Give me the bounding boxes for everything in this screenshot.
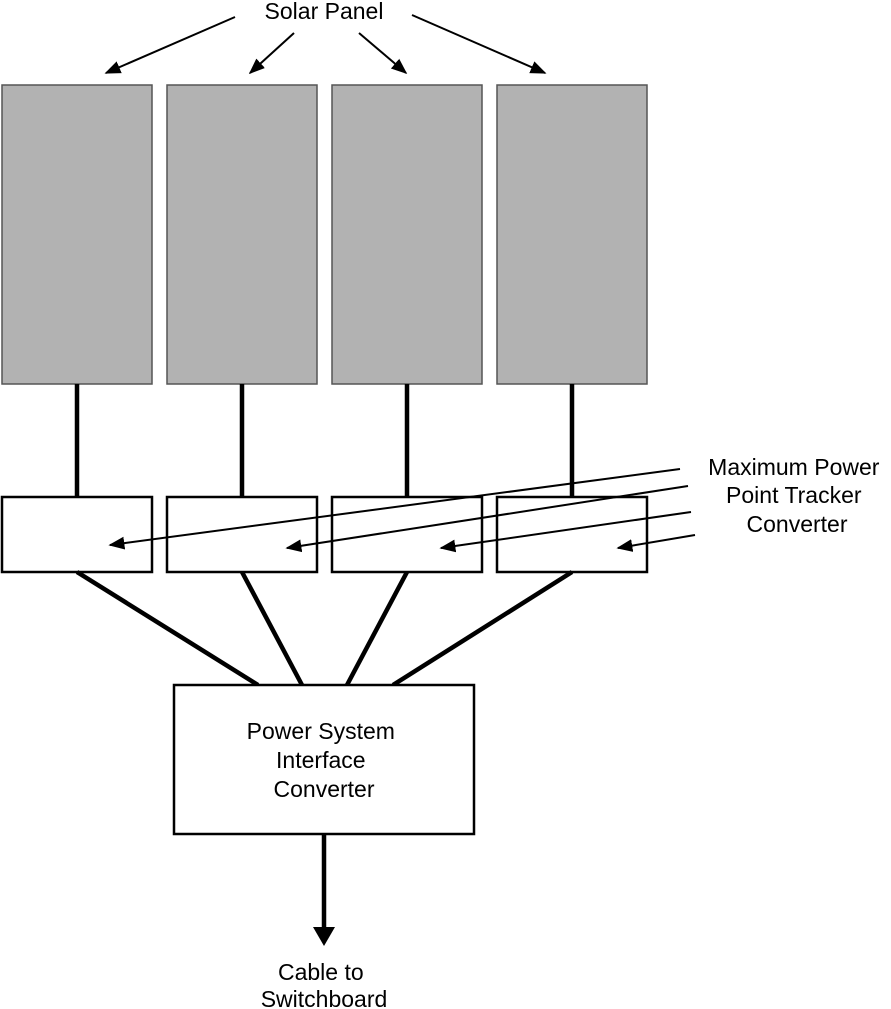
mppt-wire-3: [345, 570, 409, 687]
solar-panel-1: [1, 84, 153, 385]
mppt-label-line-3: Converter: [747, 511, 848, 537]
mppt-converter-1: [0, 495, 154, 574]
solar-pointer-arrow-4: [411, 14, 547, 74]
mppt-converter-3: [330, 495, 484, 574]
solar-panel-label: Solar Panel: [265, 0, 384, 24]
mppt-wire-4: [391, 570, 574, 687]
mppt-pointer-arrow-3: [439, 511, 692, 553]
power-system-interface-converter: [172, 683, 476, 836]
solar-panel-2: [166, 84, 318, 385]
psic-label-line-1: Power System: [247, 718, 395, 744]
mppt-converter-4: [495, 495, 649, 574]
solar-pointer-arrow-3: [358, 32, 408, 75]
mppt-wire-2: [240, 570, 304, 687]
output-label: Cable to Switchboard: [261, 959, 388, 1009]
solar-pointer-arrow-2: [248, 32, 295, 75]
psic-label: Power System Interface Converter: [247, 718, 402, 802]
mppt-pointer-arrow-4: [616, 534, 696, 552]
mppt-label-line-2: Point Tracker: [726, 482, 862, 508]
mppt-pointer-arrow-2: [285, 485, 689, 553]
output-label-line-2: Switchboard: [261, 986, 388, 1009]
mppt-label-line-1: Maximum Power: [708, 454, 880, 480]
solar-panel-3: [331, 84, 483, 385]
output-arrowhead-icon: [313, 927, 335, 946]
mppt-pointer-arrow-1: [108, 468, 681, 550]
psic-label-line-3: Converter: [274, 776, 375, 802]
solar-panel-4: [496, 84, 648, 385]
solar-pointer-arrow-1: [104, 16, 236, 74]
mppt-label: Maximum Power Point Tracker Converter: [708, 454, 886, 537]
psic-label-line-2: Interface: [276, 747, 366, 773]
output-label-line-1: Cable to: [278, 959, 364, 985]
mppt-wire-1: [75, 570, 260, 687]
